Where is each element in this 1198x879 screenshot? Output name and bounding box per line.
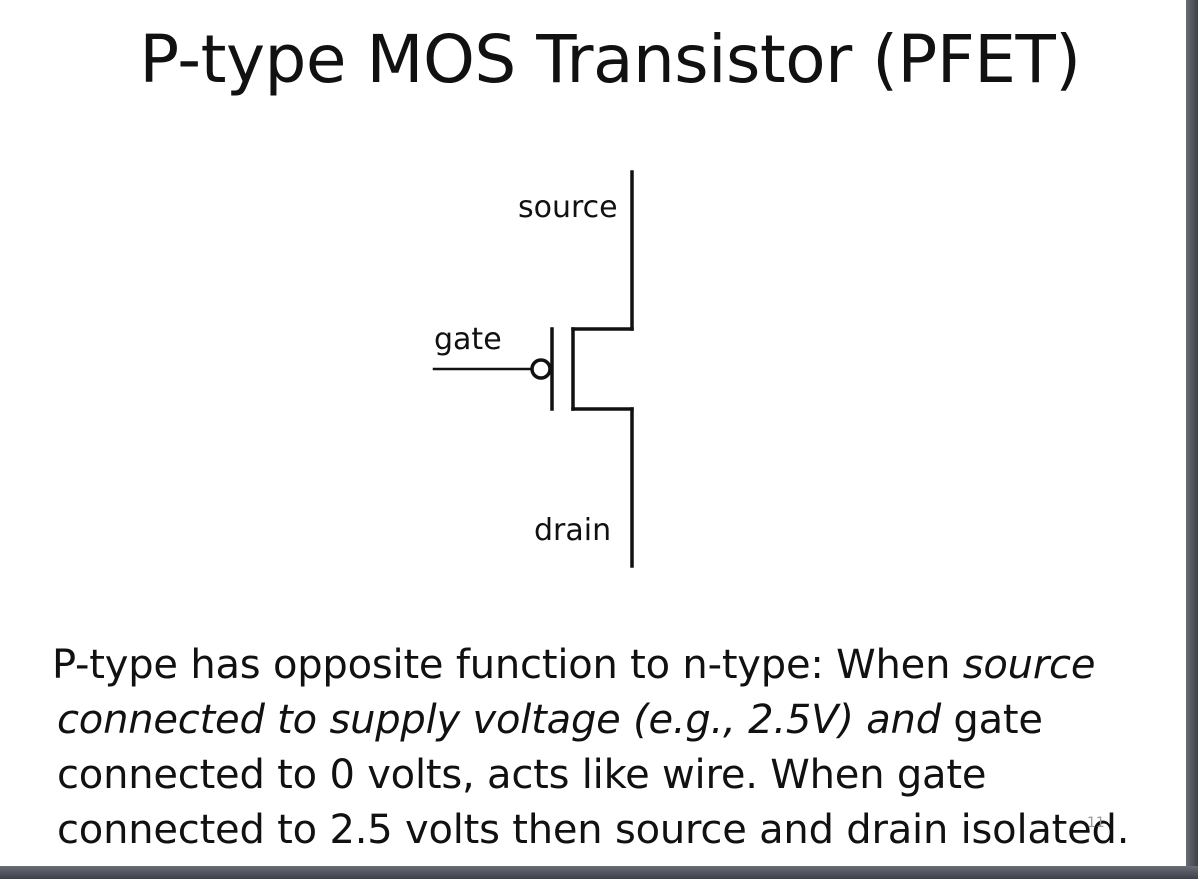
gate-label: gate bbox=[434, 322, 502, 357]
body-line-2: connected to supply voltage (e.g., 2.5V)… bbox=[52, 693, 1172, 748]
page-number: 11 bbox=[1087, 815, 1105, 831]
body-line-3: connected to 0 volts, acts like wire. Wh… bbox=[57, 752, 987, 798]
slide-title: P-type MOS Transistor (PFET) bbox=[139, 21, 1081, 98]
window-frame-right bbox=[1186, 0, 1198, 879]
window-frame-bottom bbox=[0, 866, 1198, 879]
body-text: P-type has opposite function to n-type: … bbox=[52, 638, 1172, 858]
body-line-2-plain: gate bbox=[940, 697, 1043, 743]
body-line-1: P-type has opposite function to n-type: … bbox=[52, 638, 1172, 693]
drain-label: drain bbox=[534, 513, 611, 548]
body-line-1-plain: P-type has opposite function to n-type: … bbox=[52, 642, 963, 688]
body-line-1-italic: source bbox=[962, 642, 1096, 688]
source-label: source bbox=[518, 190, 618, 225]
body-line-2-italic: connected to supply voltage (e.g., 2.5V)… bbox=[57, 697, 941, 743]
slide: P-type MOS Transistor (PFET) source gate… bbox=[0, 0, 1186, 866]
gate-inversion-bubble bbox=[530, 358, 552, 380]
body-line-4: connected to 2.5 volts then source and d… bbox=[57, 807, 1130, 853]
pfet-symbol-diagram: source gate drain bbox=[432, 170, 634, 568]
